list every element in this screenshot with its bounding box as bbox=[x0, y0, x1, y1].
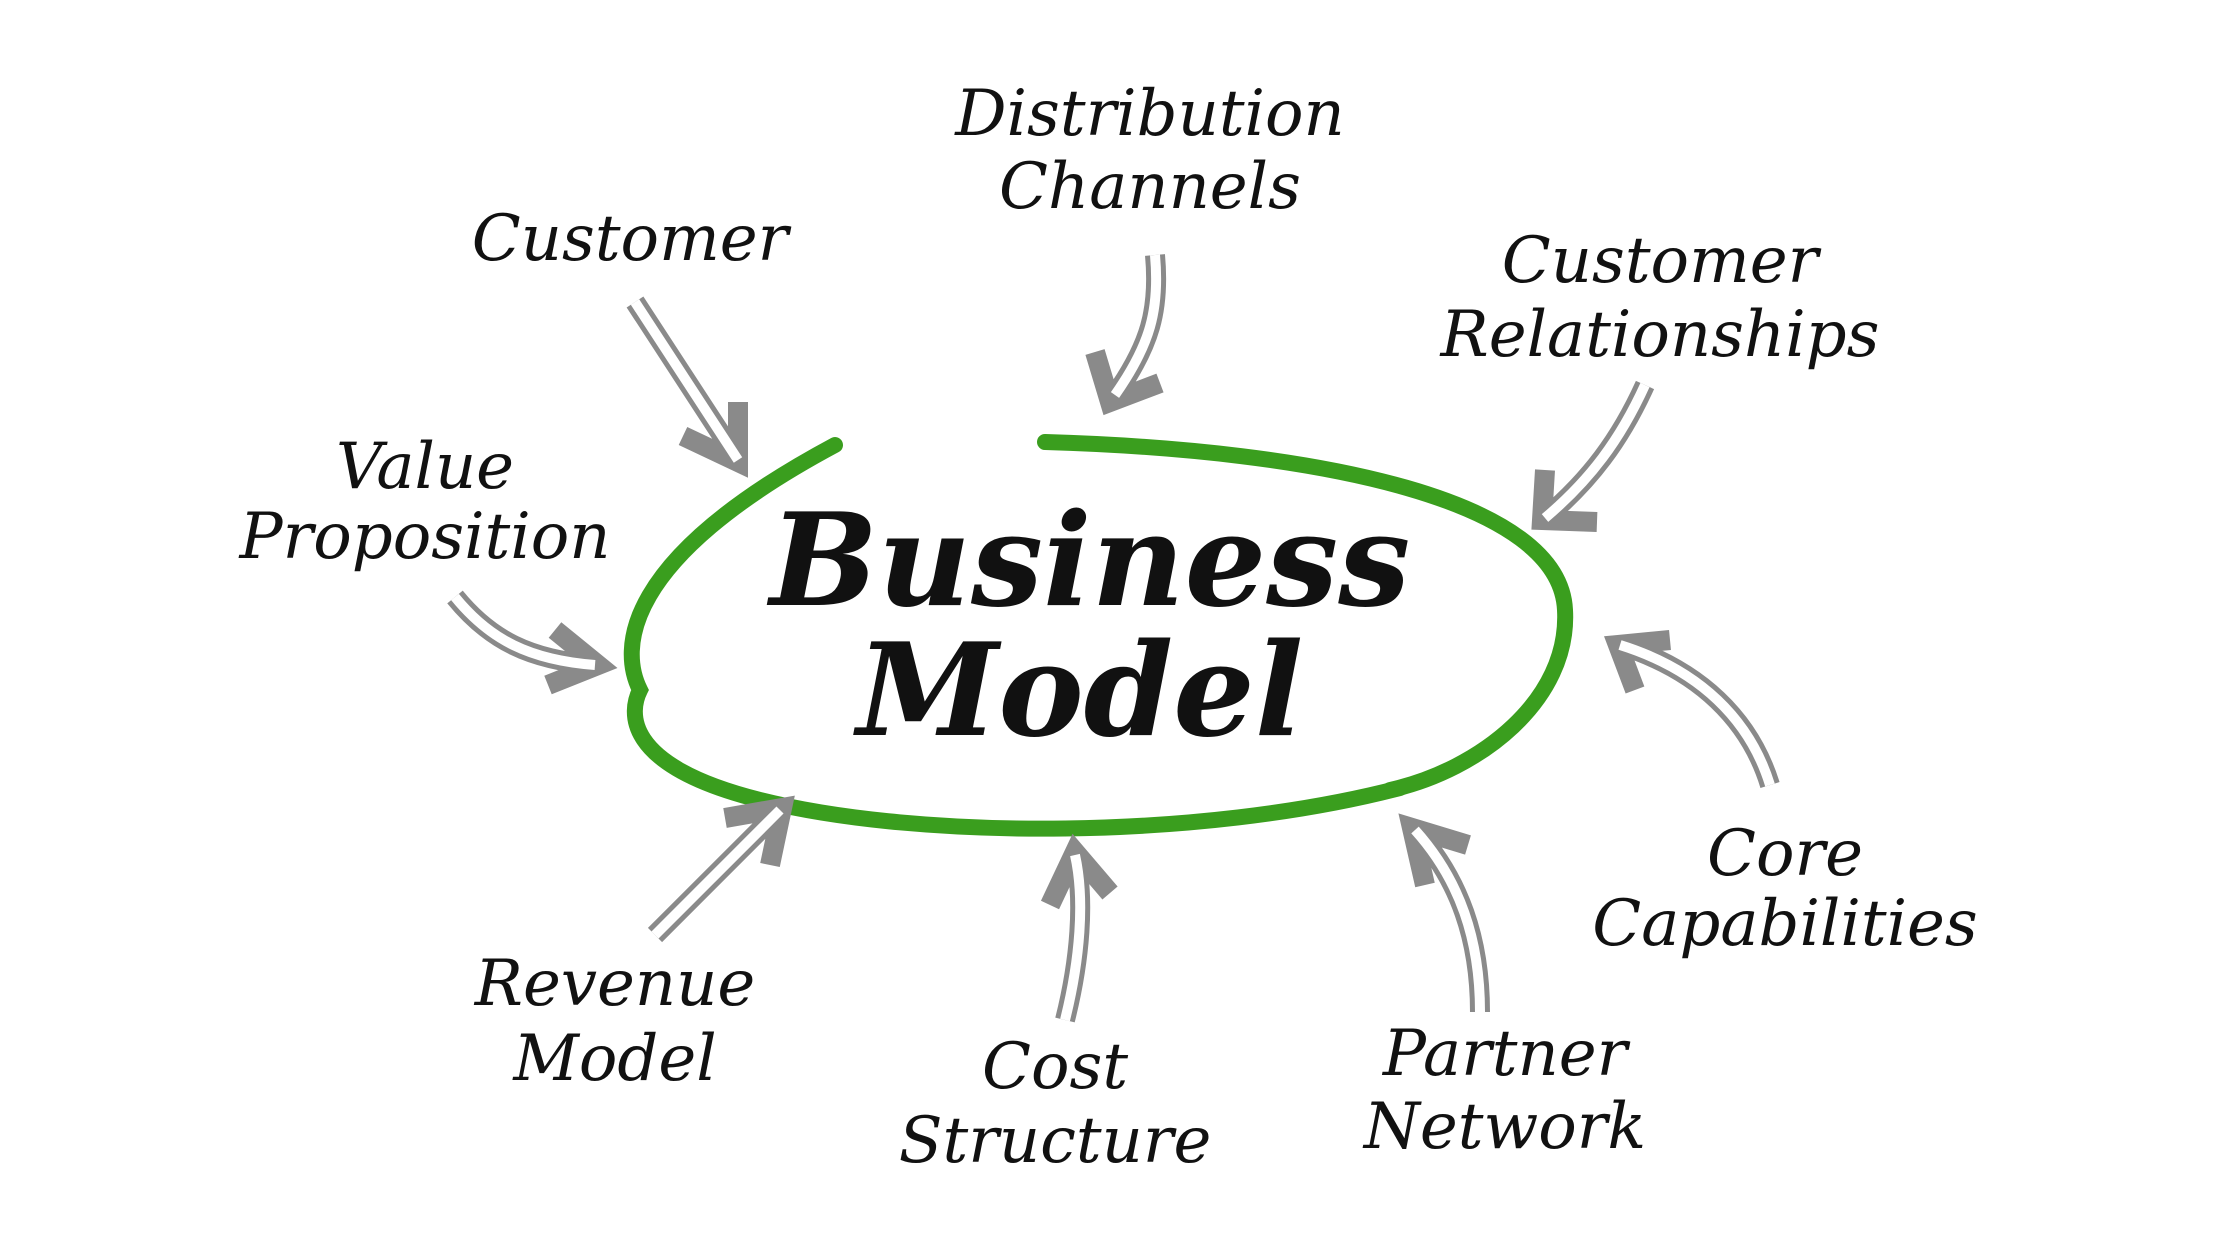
value-proposition-line2: Proposition bbox=[239, 500, 611, 574]
arrow-cost-structure bbox=[1040, 833, 1118, 1023]
node-distribution-channels: Distribution Channels bbox=[954, 77, 1345, 224]
core-capabilities-line1: Core bbox=[1707, 817, 1863, 891]
arrow-customer bbox=[626, 296, 748, 478]
customer-line1: Customer bbox=[472, 202, 792, 276]
center-title-line1: Business bbox=[767, 486, 1411, 636]
arrow-revenue-model bbox=[647, 795, 795, 943]
value-proposition-line1: Value bbox=[336, 430, 514, 504]
arrow-value-proposition bbox=[447, 590, 618, 695]
revenue-model-line2: Model bbox=[512, 1022, 716, 1096]
ellipse-arc-bottom-left bbox=[623, 437, 1408, 837]
center-title-line2: Model bbox=[853, 616, 1304, 766]
arrow-distribution-channels bbox=[1085, 254, 1167, 416]
distribution-channels-line1: Distribution bbox=[954, 77, 1345, 151]
center-ellipse bbox=[623, 434, 1574, 837]
arrow-customer-relationships bbox=[1531, 380, 1655, 532]
node-customer: Customer bbox=[472, 202, 792, 276]
revenue-model-line1: Revenue bbox=[474, 947, 755, 1021]
cost-structure-line1: Cost bbox=[982, 1030, 1128, 1104]
customer-relationships-line1: Customer bbox=[1502, 224, 1822, 298]
node-value-proposition: Value Proposition bbox=[239, 430, 611, 574]
cost-structure-line2: Structure bbox=[899, 1104, 1212, 1178]
node-core-capabilities: Core Capabilities bbox=[1592, 817, 1978, 961]
node-cost-structure: Cost Structure bbox=[899, 1030, 1212, 1178]
distribution-channels-line2: Channels bbox=[999, 150, 1301, 224]
partner-network-line1: Partner bbox=[1382, 1017, 1631, 1091]
core-capabilities-line2: Capabilities bbox=[1592, 887, 1978, 961]
ellipse-arc-top-right bbox=[1037, 434, 1574, 798]
node-partner-network: Partner Network bbox=[1362, 1017, 1646, 1164]
customer-relationships-line2: Relationships bbox=[1440, 298, 1880, 372]
node-customer-relationships: Customer Relationships bbox=[1440, 224, 1880, 372]
node-revenue-model: Revenue Model bbox=[474, 947, 755, 1096]
partner-network-line2: Network bbox=[1362, 1090, 1646, 1164]
arrow-core-capabilities bbox=[1604, 630, 1780, 789]
arrow-partner-network bbox=[1398, 813, 1490, 1013]
